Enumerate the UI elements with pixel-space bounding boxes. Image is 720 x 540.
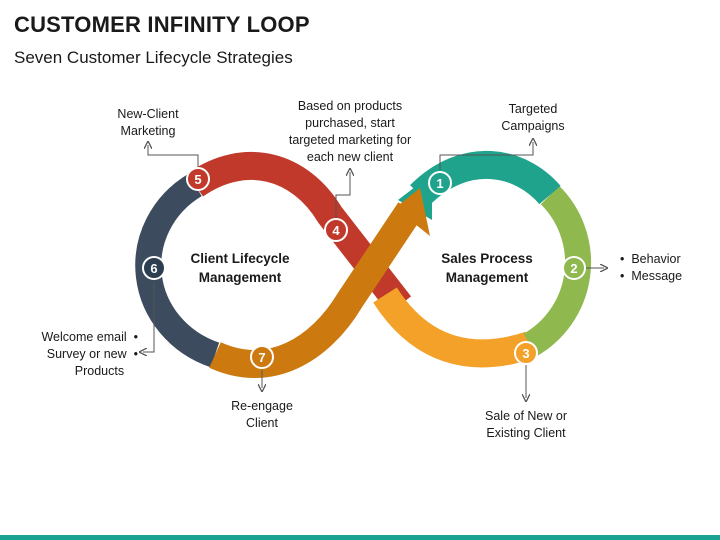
step-label-1: Targeted Campaigns (501, 102, 565, 133)
right-loop-label: Sales Process Management (441, 251, 533, 285)
loop-arrowhead-7 (395, 188, 430, 236)
step-label-3: Sale of New or Existing Client (485, 409, 567, 440)
step-6-bullet: Products (74, 364, 125, 378)
step-6-bullet: Survey or new • (46, 347, 138, 361)
step-label-6: Welcome email • Survey or new • Products (20, 329, 138, 380)
step-badge-1: 1 (428, 171, 452, 195)
page-title: CUSTOMER INFINITY LOOP (14, 12, 310, 37)
step-2-bullet: • Message (620, 269, 683, 283)
loop-segment-3 (373, 287, 535, 368)
svg-text:1: 1 (436, 176, 443, 191)
step-badge-5: 5 (186, 167, 210, 191)
connectors (143, 142, 604, 398)
loop-segment-7 (209, 202, 422, 378)
bottom-accent-bar (0, 535, 720, 540)
svg-text:7: 7 (258, 350, 265, 365)
step-badge-4: 4 (324, 218, 348, 242)
svg-text:6: 6 (150, 261, 157, 276)
svg-text:2: 2 (570, 261, 577, 276)
svg-text:5: 5 (194, 172, 201, 187)
step-6-bullet: Welcome email • (41, 330, 138, 344)
page-subtitle: Seven Customer Lifecycle Strategies (14, 48, 293, 67)
svg-text:4: 4 (332, 223, 340, 238)
step-label-7: Re-engage Client (231, 399, 293, 430)
step-badge-6: 6 (142, 256, 166, 280)
step-label-4: Based on products purchased, start targe… (288, 99, 412, 164)
step-badge-2: 2 (562, 256, 586, 280)
step-label-5: New-Client Marketing (117, 107, 179, 138)
svg-text:3: 3 (522, 346, 529, 361)
loop-segment-5 (186, 151, 412, 314)
step-2-bullet: • Behavior (620, 252, 681, 266)
step-badge-7: 7 (250, 345, 274, 369)
left-loop-label: Client Lifecycle Management (190, 251, 290, 285)
step-badge-3: 3 (514, 341, 538, 365)
step-label-2: • Behavior • Message (620, 251, 682, 285)
